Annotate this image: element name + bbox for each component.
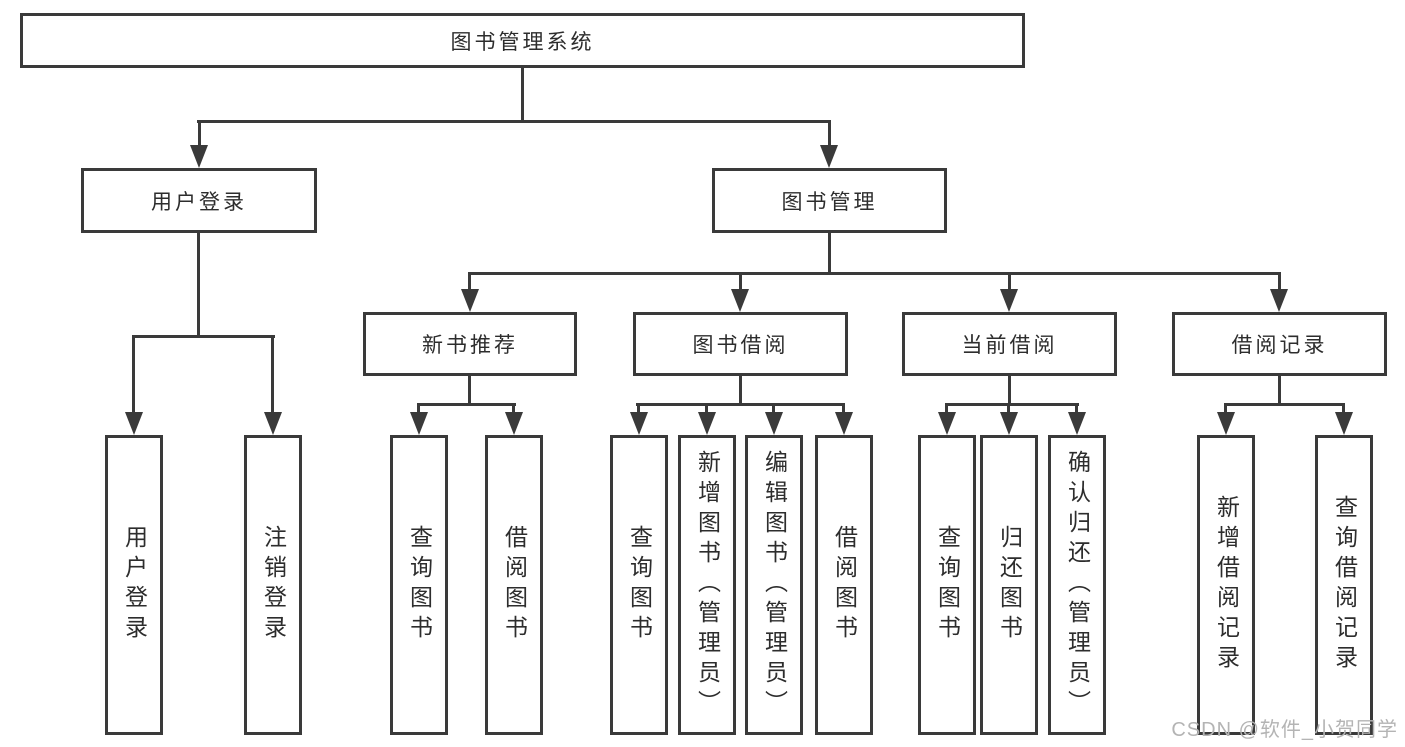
arrowhead [765,412,783,435]
arrowhead [1335,412,1353,435]
arrowhead [1217,412,1235,435]
connector [1007,405,1010,414]
connector [739,274,742,291]
leaf-confirm-return-admin: 确认归还（管理员） [1048,435,1106,735]
node-label: 图书借阅 [692,334,789,357]
arrowhead [505,412,523,435]
connector [521,67,524,122]
node-label: 图书管理 [781,190,878,214]
connector [1224,403,1345,406]
leaf-label: 查询图书 [406,525,433,645]
connector [772,405,775,414]
connector [1008,375,1011,405]
connector [1224,405,1227,414]
connector [468,375,471,405]
leaf-label: 新增图书（管理员） [694,450,721,720]
connector [637,405,640,414]
csdn-watermark: CSDN @软件_小贺同学 [1171,719,1398,741]
leaf-query-books-borrowing: 查询图书 [610,435,668,735]
leaf-add-books-admin: 新增图书（管理员） [678,435,736,735]
leaf-label: 注销登录 [260,525,287,645]
node-user-login: 用户登录 [81,168,317,233]
connector [1278,274,1281,291]
leaf-label: 查询借阅记录 [1331,495,1358,675]
connector [828,232,831,274]
leaf-label: 用户登录 [121,525,148,645]
node-current-borrowing: 当前借阅 [902,312,1117,376]
arrowhead [461,289,479,312]
connector [417,403,516,406]
connector [739,375,742,405]
node-library-management-system: 图书管理系统 [20,13,1025,68]
node-label: 图书管理系统 [450,30,595,54]
leaf-label: 编辑图书（管理员） [761,450,788,720]
connector [705,405,708,414]
node-label: 借阅记录 [1231,334,1328,357]
arrowhead [938,412,956,435]
arrowhead [1068,412,1086,435]
arrowhead [410,412,428,435]
leaf-label: 查询图书 [934,525,961,645]
leaf-edit-books-admin: 编辑图书（管理员） [745,435,803,735]
arrowhead [1000,289,1018,312]
leaf-query-books-recommend: 查询图书 [390,435,448,735]
leaf-logout: 注销登录 [244,435,302,735]
arrowhead [264,412,282,435]
connector [197,120,831,123]
leaf-label: 新增借阅记录 [1213,495,1240,675]
connector [945,403,1079,406]
arrowhead [190,145,208,168]
node-label: 当前借阅 [961,334,1058,357]
arrowhead [125,412,143,435]
connector [1278,375,1281,405]
leaf-query-books-current: 查询图书 [918,435,976,735]
leaf-borrow-books-recommend: 借阅图书 [485,435,543,735]
connector [198,122,201,148]
leaf-label: 查询图书 [626,525,653,645]
leaf-label: 归还图书 [996,525,1023,645]
leaf-borrow-books-borrowing: 借阅图书 [815,435,873,735]
leaf-add-borrow-record: 新增借阅记录 [1197,435,1255,735]
connector [512,405,515,414]
leaf-label: 确认归还（管理员） [1064,450,1091,720]
node-book-management: 图书管理 [712,168,947,233]
connector [417,405,420,414]
arrowhead [835,412,853,435]
connector [132,335,275,338]
connector [1342,405,1345,414]
leaf-user-login: 用户登录 [105,435,163,735]
arrowhead [820,145,838,168]
connector [1075,405,1078,414]
connector [636,403,845,406]
arrowhead [698,412,716,435]
leaf-query-borrow-record: 查询借阅记录 [1315,435,1373,735]
connector [842,405,845,414]
connector [271,337,274,414]
connector [828,122,831,148]
leaf-return-books: 归还图书 [980,435,1038,735]
connector [1008,274,1011,291]
leaf-label: 借阅图书 [831,525,858,645]
connector [945,405,948,414]
node-label: 新书推荐 [422,334,518,357]
connector [468,272,1281,275]
connector [468,274,471,291]
node-new-book-recommendation: 新书推荐 [363,312,577,376]
node-label: 用户登录 [151,190,247,214]
connector [197,232,200,337]
connector [132,337,135,414]
leaf-label: 借阅图书 [501,525,528,645]
arrowhead [731,289,749,312]
arrowhead [630,412,648,435]
arrowhead [1270,289,1288,312]
node-book-borrowing: 图书借阅 [633,312,848,376]
arrowhead [1000,412,1018,435]
node-borrowing-records: 借阅记录 [1172,312,1387,376]
